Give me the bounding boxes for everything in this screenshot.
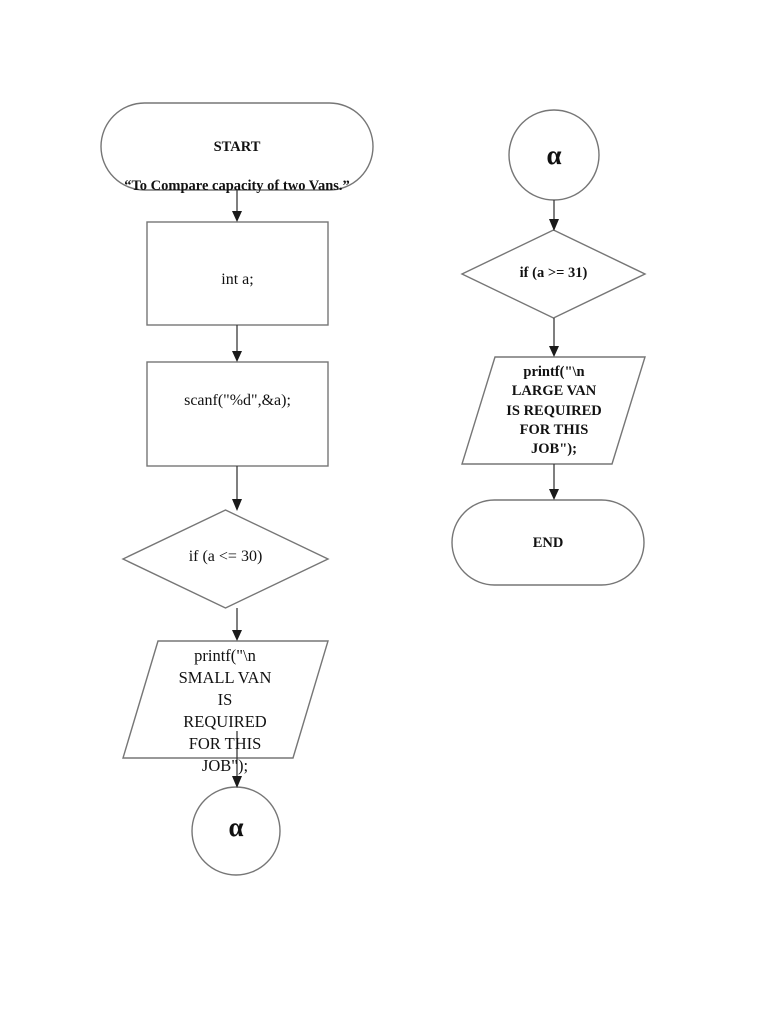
end-terminator-shape [451, 499, 645, 586]
end-terminator-label: END [532, 535, 564, 551]
connector-declare-to-input [232, 325, 242, 362]
declare-process-label: int a; [221, 271, 254, 288]
input-process-shape [146, 361, 329, 467]
connector-circle-right-to-decision-right [549, 200, 559, 231]
start-subtitle: “To Compare capacity of two Vans.” [124, 177, 350, 194]
output-left-label: printf("\n SMALL VAN IS REQUIRED FOR THI… [178, 646, 272, 775]
output-right-shape [461, 356, 646, 465]
declare-process-shape [146, 221, 329, 326]
output-right-label: printf("\n LARGE VAN IS REQUIRED FOR THI… [506, 364, 602, 458]
output-left-shape [122, 640, 329, 759]
connector-decision-right-to-output-right [549, 318, 559, 357]
connector-left-shape [191, 786, 281, 876]
decision-left-shape [121, 509, 330, 609]
decision-right-label: if (a >= 31) [519, 265, 588, 281]
decision-left-label: if (a <= 30) [188, 548, 263, 565]
connector-right-label: α [546, 140, 562, 170]
input-process-label: scanf("%d",&a); [184, 392, 291, 409]
start-terminator-label: START “To Compare capacity of two Vans.” [101, 119, 373, 215]
connector-output-right-to-end [549, 464, 559, 500]
connector-start-to-declare [232, 190, 242, 222]
connector-decision-left-to-output-left [232, 608, 242, 641]
connector-left-label: α [228, 812, 244, 842]
start-title: START [213, 139, 261, 156]
connector-output-left-to-connector-left [232, 731, 242, 788]
connector-input-to-decision-left [232, 466, 242, 511]
